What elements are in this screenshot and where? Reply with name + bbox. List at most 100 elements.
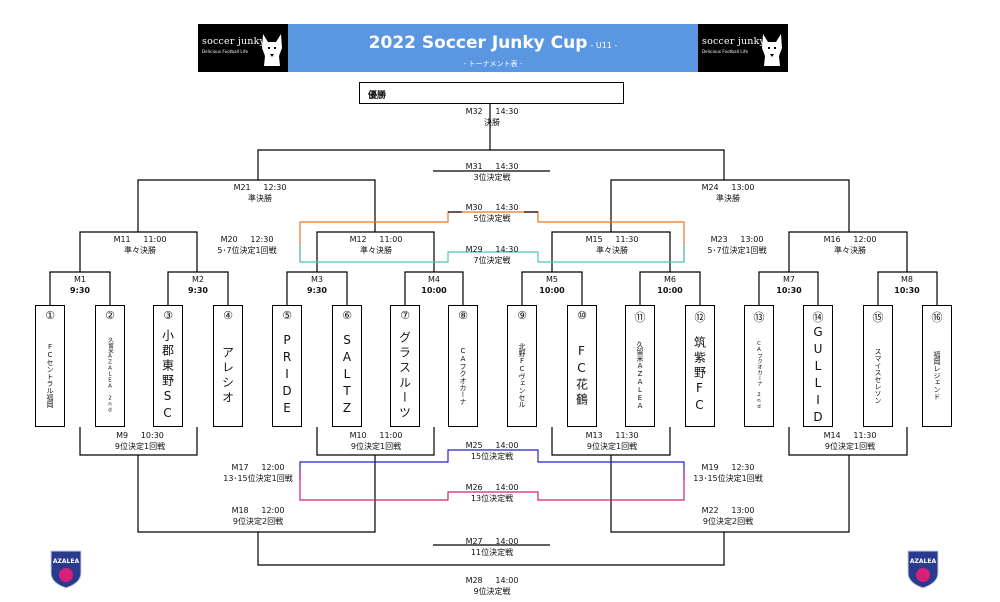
team-name: CAフクオカーナ	[459, 346, 467, 405]
team-name: 小郡東野SC	[160, 328, 175, 423]
team-seed-number: ①	[45, 309, 55, 322]
page-subtitle: - トーナメント表 -	[463, 60, 523, 68]
team-box: ⑧ CAフクオカーナ	[448, 305, 478, 427]
m28-connector	[257, 532, 725, 566]
team-box: ⑪ 久留米AZALEA	[625, 305, 655, 427]
header-banner: soccer junky. Delicious Football Life 20…	[198, 24, 788, 72]
team-box: ① FCセントラル福岡	[35, 305, 65, 427]
r1-m2	[167, 271, 229, 305]
team-box: ⑨ 北野FCヴェンセル	[507, 305, 537, 427]
team-seed-number: ⑧	[458, 309, 468, 322]
m25-blue-line	[299, 449, 685, 480]
team-name: FC花鶴	[574, 343, 589, 408]
m30-orange-line	[299, 211, 685, 262]
team-seed-number: ⑮	[872, 311, 884, 324]
team-seed-number: ⑥	[342, 309, 352, 322]
m29-teal-line	[299, 245, 685, 263]
brand-tagline: Delicious Football Life	[202, 49, 249, 54]
champion-box: 優勝	[359, 82, 624, 104]
team-box: ⑩ FC花鶴	[567, 305, 597, 427]
team-seed-number: ②	[105, 309, 115, 322]
team-seed-number: ⑪	[634, 311, 646, 324]
team-name: 久留米AZALEA	[636, 341, 644, 410]
brand-logo-left: soccer junky. Delicious Football Life	[198, 24, 288, 72]
team-seed-number: ⑯	[931, 311, 943, 324]
team-name: 筑紫野FC	[692, 336, 707, 415]
svg-text:AZALEA: AZALEA	[910, 558, 937, 565]
semi-left-connector	[137, 179, 376, 232]
team-name: FCセントラル福岡	[46, 343, 54, 408]
page-title: 2022 Soccer Junky Cup	[368, 33, 588, 53]
title-band: 2022 Soccer Junky Cup- U11 - - トーナメント表 -	[288, 24, 698, 72]
team-name: 福岡レジェンド	[933, 351, 941, 400]
m26-magenta-line	[299, 470, 685, 501]
team-name: PRIDE	[280, 333, 294, 418]
dog-mascot-icon	[262, 34, 282, 66]
team-seed-number: ⑤	[282, 309, 292, 322]
r1-m5	[521, 271, 583, 305]
m18-connector	[137, 455, 376, 533]
team-name: CAフクオカーナ 2nd	[756, 341, 762, 410]
team-seed-number: ④	[223, 309, 233, 322]
brand-name: soccer junky.	[702, 36, 768, 47]
age-category: - U11 -	[590, 41, 618, 50]
team-name: 北野FCヴェンセル	[518, 343, 526, 408]
team-box: ⑤ PRIDE	[272, 305, 302, 427]
team-name: アレシオ	[220, 345, 235, 406]
azalea-club-logo-icon: AZALEA	[907, 550, 939, 589]
r1-m4	[404, 271, 464, 305]
team-box: ⑥ SALTZ	[332, 305, 362, 427]
team-name: SALTZ	[340, 333, 354, 418]
brand-logo-right: soccer junky. Delicious Football Life	[698, 24, 788, 72]
team-name: グラスルーツ	[397, 330, 412, 421]
qf-m12	[316, 231, 435, 272]
svg-text:AZALEA: AZALEA	[53, 558, 80, 565]
champion-label: 優勝	[368, 91, 387, 101]
qf-m16	[788, 231, 908, 272]
team-seed-number: ⑭	[812, 311, 824, 324]
team-name: 久留米AZALEA 2nd	[107, 337, 113, 414]
r1-m7	[758, 271, 819, 305]
azalea-club-logo-icon: AZALEA	[50, 550, 82, 589]
team-box: ⑮ スマイスセレソン	[863, 305, 893, 427]
team-name: GULLID	[811, 324, 825, 427]
semi-right-connector	[610, 179, 850, 232]
r1-m8	[877, 271, 938, 305]
brand-name: soccer junky.	[202, 36, 268, 47]
qf-m11	[79, 231, 198, 272]
team-seed-number: ⑨	[517, 309, 527, 322]
r1-m6	[639, 271, 701, 305]
team-box: ④ アレシオ	[213, 305, 243, 427]
team-seed-number: ⑩	[577, 309, 587, 322]
final-connector	[257, 104, 725, 180]
team-box: ⑯ 福岡レジェンド	[922, 305, 952, 427]
m22-connector	[610, 455, 850, 533]
team-name: スマイスセレソン	[874, 347, 882, 404]
